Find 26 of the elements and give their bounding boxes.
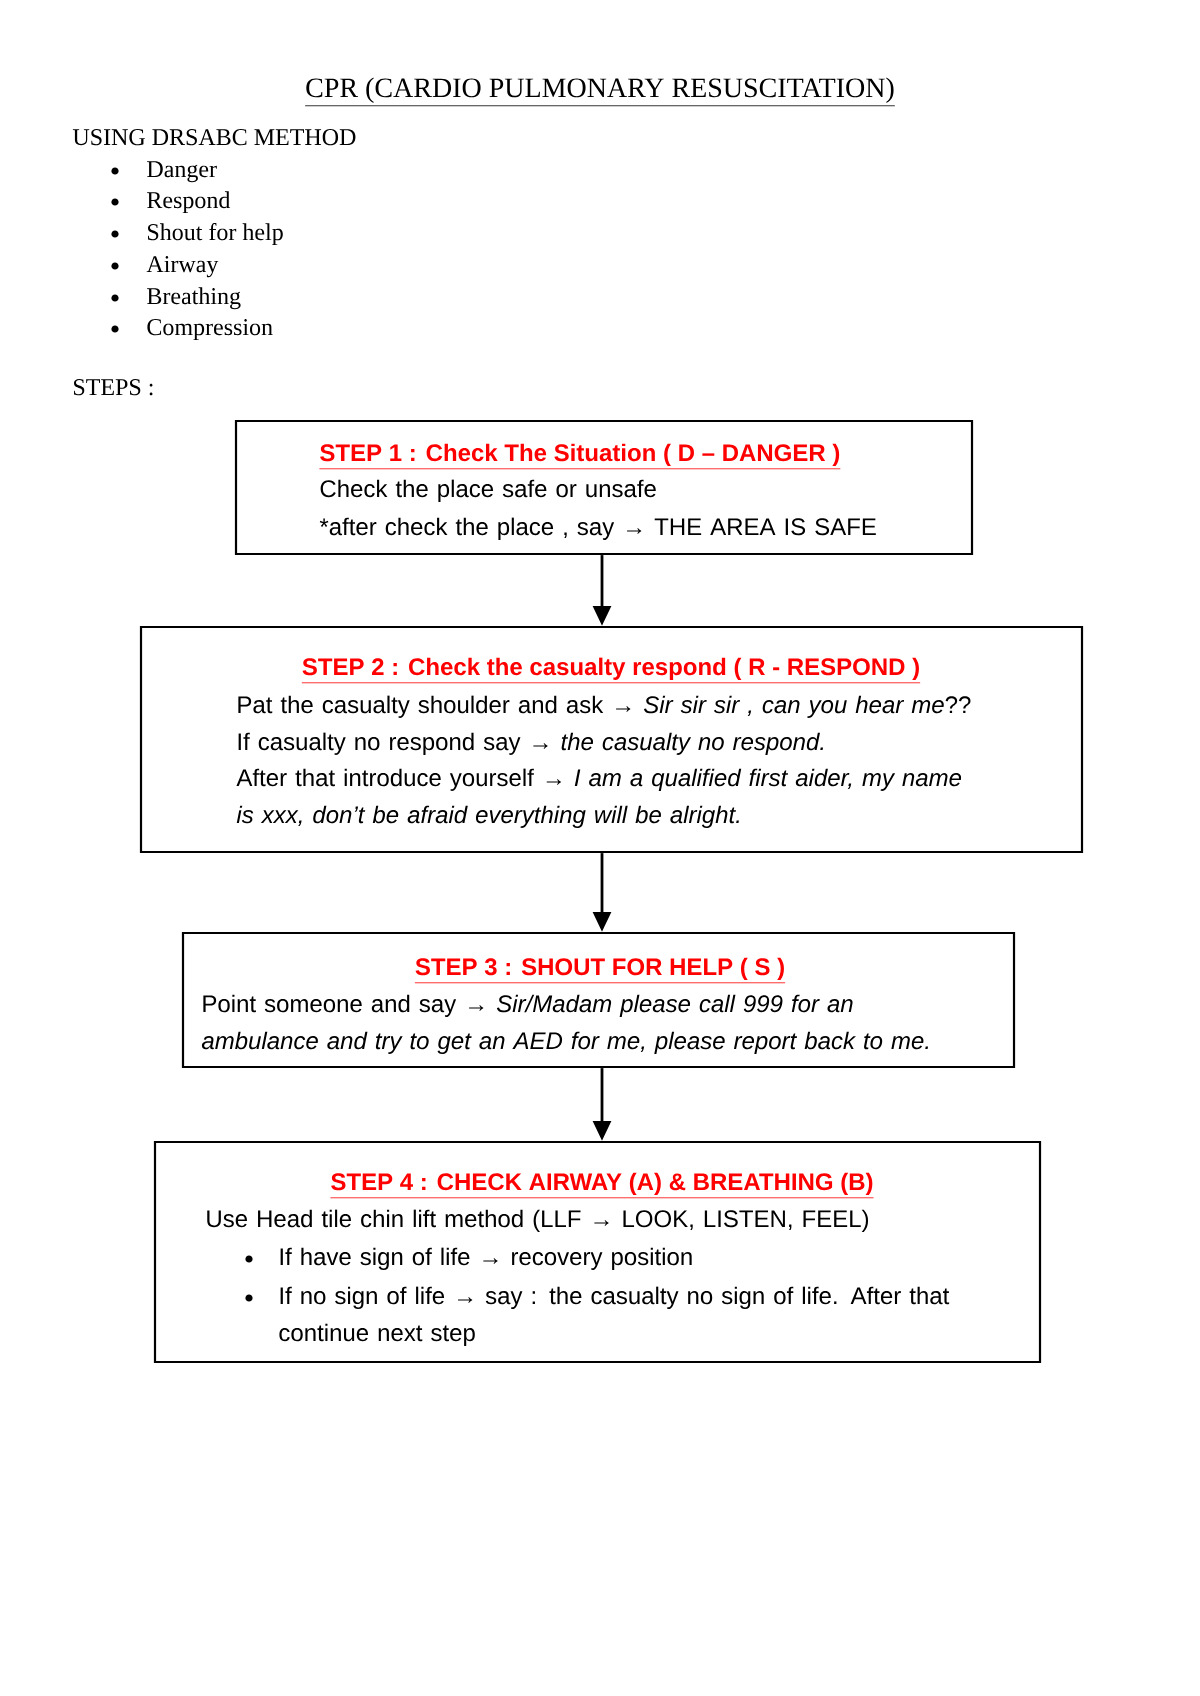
instruction-text: If no sign of life → say : the casualty no sign of life. After that continue next step (279, 1286, 950, 1346)
step-heading: STEP 4 : CHECK AIRWAY (A) & BREATHING (B) (330, 1172, 874, 1199)
instruction-text: Point someone and say → Sir/Madam please call 999 for an ambulance and try to get an AED for me, please report back to me. (201, 994, 929, 1054)
step-heading: STEP 2 : Check the casualty respond ( R - RESPOND ) (301, 657, 921, 684)
step-heading: STEP 1 : Check The Situation ( D – DANGER ) (319, 443, 841, 470)
instruction-text: Pat the casualty shoulder and ask → Sir sir sir , can you hear me?? (238, 695, 971, 718)
instruction-text: After that introduce yourself → I am a qualified first aider, my name is xxx, don’t be afraid everything will be alright. (236, 768, 962, 828)
list-heading: USING DRSABC METHOD (72, 129, 356, 146)
instruction-text: If have sign of life → recovery position (280, 1247, 692, 1270)
title: CPR (CARDIO PULMONARY RESUSCITATION) (304, 77, 896, 107)
list-item: Breathing (147, 287, 241, 310)
step-box (153, 1140, 1042, 1364)
step-box (234, 419, 974, 556)
section-label: STEPS : (74, 379, 153, 396)
step-box (181, 931, 1016, 1069)
step-heading: STEP 3 : SHOUT FOR HELP ( S ) (414, 957, 786, 984)
list-item: Danger (147, 161, 217, 183)
list-item: Compression (147, 319, 273, 341)
list-item: Airway (146, 256, 219, 278)
list-item: Shout for help (148, 223, 283, 246)
instruction-text: If casualty no respond say → the casualty no respond. (238, 732, 824, 755)
instruction-text: *after check the place , say → THE AREA IS SAFE (319, 517, 876, 540)
instruction-text: Use Head tile chin lift method (LLF → LOOK, LISTEN, FEEL) (207, 1209, 869, 1232)
instruction-text: Check the place safe or unsafe (320, 479, 656, 502)
step-box (139, 625, 1084, 854)
list-item: Respond (147, 191, 231, 214)
